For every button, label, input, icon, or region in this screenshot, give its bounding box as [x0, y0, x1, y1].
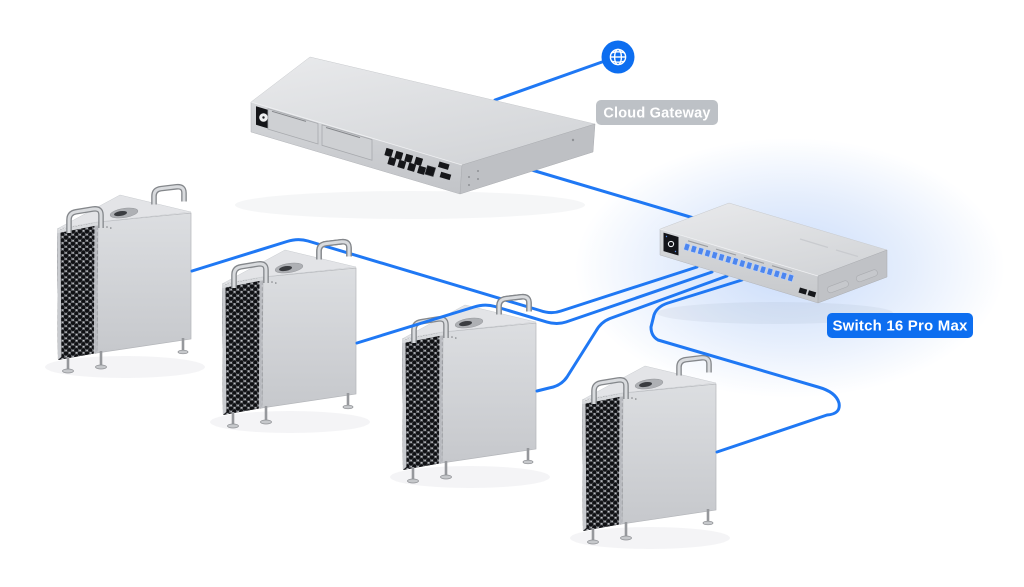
switch-badge: Switch 16 Pro Max: [827, 313, 973, 338]
ethernet-port: [752, 263, 760, 272]
gateway-sfp-port: [439, 171, 452, 181]
switch-side-recess: [827, 280, 849, 294]
cable-gateway-to-switch: [523, 166, 699, 221]
globe-glyph: [609, 48, 627, 66]
switch-top-vent-slots: [799, 238, 859, 258]
cable-switch-to-workstation-4: [649, 278, 841, 454]
ethernet-port: [704, 249, 711, 258]
gateway-drive-bay: [321, 124, 373, 161]
ethernet-port: [711, 251, 718, 260]
ethernet-port: [718, 253, 725, 262]
rj45-port: [407, 162, 417, 172]
cable-gateway-to-internet: [493, 60, 604, 102]
gateway-badge: Cloud Gateway: [596, 100, 718, 125]
switch-side-recess: [856, 269, 878, 283]
gateway-drive-bay: [267, 108, 319, 145]
cable-switch-to-workstation-2: [355, 270, 714, 345]
gateway-ethernet-ports: [384, 147, 426, 175]
internet-node: [601, 40, 635, 74]
ethernet-port: [780, 271, 788, 280]
rj45-port: [404, 153, 414, 163]
gateway-wan-port: [424, 165, 437, 177]
ethernet-port: [683, 243, 691, 251]
gateway-badge-label: Cloud Gateway: [603, 106, 710, 122]
switch-sfp-port: [807, 290, 817, 298]
switch-display: [663, 232, 679, 256]
switch-device: [657, 202, 893, 324]
cloud-gateway-device: [235, 56, 596, 219]
rj45-port: [397, 159, 407, 169]
gateway-shadow: [235, 191, 585, 219]
ethernet-port: [766, 267, 774, 276]
ethernet-port: [745, 261, 753, 270]
cable-switch-to-workstation-3: [535, 274, 729, 393]
gateway-front-top-edge: [250, 101, 463, 166]
rj45-port: [387, 156, 397, 166]
rj45-port: [417, 165, 426, 175]
ethernet-port: [725, 255, 732, 264]
gateway-screws: [468, 138, 575, 186]
ethernet-port: [690, 245, 698, 254]
switch-badge-label: Switch 16 Pro Max: [832, 318, 968, 335]
rj45-port: [414, 156, 423, 166]
ethernet-port: [697, 247, 704, 256]
switch-front-top-edge: [659, 228, 819, 277]
rj45-port: [384, 147, 394, 158]
ethernet-port: [759, 265, 767, 274]
gateway-sfp-port: [437, 161, 450, 170]
switch-ethernet-ports: [683, 243, 794, 282]
ethernet-port: [773, 269, 781, 278]
ethernet-port: [731, 257, 739, 266]
switch-vent-slots: [687, 240, 793, 273]
gateway-right-panel: [459, 123, 596, 195]
rj45-port: [394, 150, 404, 161]
cable-switch-to-workstation-1: [190, 238, 699, 315]
ethernet-port: [738, 259, 746, 268]
gateway-display: [256, 106, 271, 130]
cables: [190, 60, 841, 454]
ethernet-port: [787, 274, 794, 282]
switch-sfp-port: [798, 287, 808, 295]
